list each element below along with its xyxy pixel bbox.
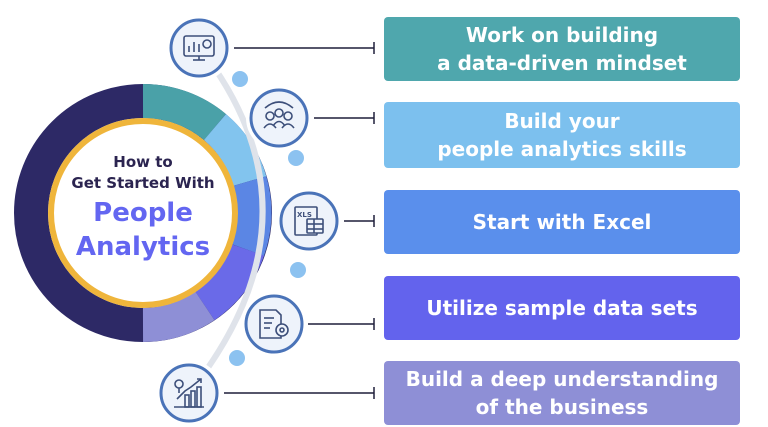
connector-dots — [229, 71, 306, 366]
center-title-people: People — [93, 198, 193, 228]
step-box-1: Work on building a data-driven mindset — [384, 17, 740, 81]
path-dot — [232, 71, 248, 87]
step-icon-1 — [166, 15, 232, 81]
ring-segment-teal — [142, 83, 226, 141]
step-icon-2 — [246, 85, 312, 151]
center-title: How to Get Started With People Analytics — [58, 152, 228, 264]
data-dashboard-icon — [183, 35, 215, 61]
path-dot — [288, 150, 304, 166]
step-icon-3: XLS — [276, 188, 342, 254]
ring-segment-blue — [231, 176, 272, 256]
center-title-line-1: How to — [113, 153, 173, 171]
connector-arc — [187, 46, 266, 394]
document-gear-icon — [259, 309, 289, 339]
gold-ring — [48, 118, 238, 308]
center-title-analytics: Analytics — [75, 232, 211, 262]
people-group-icon — [263, 101, 295, 129]
center-title-line-2: Get Started With — [71, 174, 215, 192]
step-box-3: Start with Excel — [384, 190, 740, 254]
step-icon-5 — [156, 360, 222, 426]
ring-segment-purple — [195, 243, 265, 321]
step-icon-4 — [241, 291, 307, 357]
path-dot — [229, 350, 245, 366]
step-box-2: Build your people analytics skills — [384, 102, 740, 168]
growth-chart-icon — [174, 378, 204, 408]
ring-segment-light-blue — [203, 114, 267, 187]
xls-spreadsheet-icon: XLS — [294, 206, 324, 236]
ring-segment-lavender — [142, 291, 215, 342]
connector-lines — [224, 42, 375, 399]
step-box-4: Utilize sample data sets — [384, 276, 740, 340]
arc-track-line — [187, 46, 266, 394]
svg-text:XLS: XLS — [297, 211, 312, 219]
path-dot — [290, 262, 306, 278]
step-box-5: Build a deep understanding of the busine… — [384, 361, 740, 425]
